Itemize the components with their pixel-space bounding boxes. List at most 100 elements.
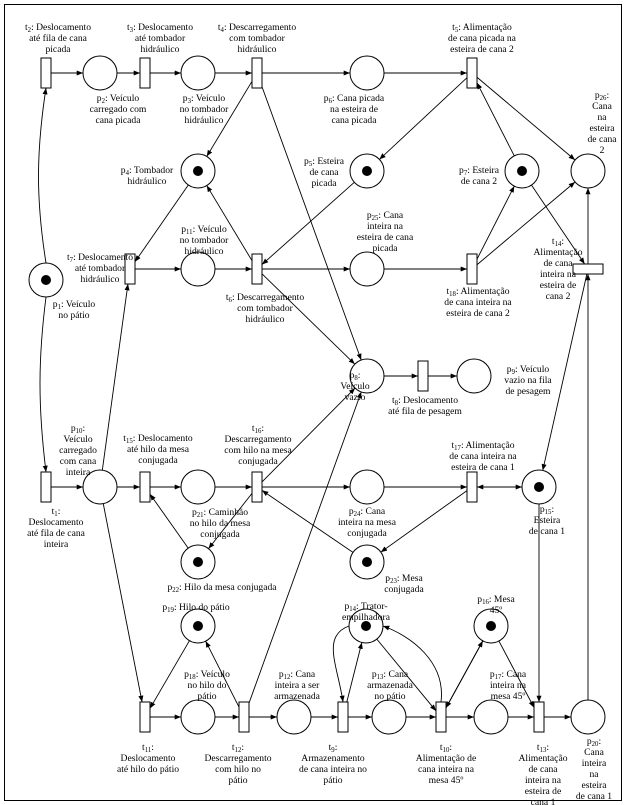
place-p24 <box>349 469 385 505</box>
token-p22 <box>193 557 203 567</box>
label-p11-line-1: no tombador <box>180 235 230 246</box>
label-t5-line-2: esteira de cana 2 <box>450 44 514 55</box>
label-t14-line-3: inteira na <box>540 269 577 280</box>
arc-t16-p8 <box>261 387 356 483</box>
label-p22: p22: Hilo da mesa conjugada <box>167 582 277 594</box>
label-p14-line-1: empilhadora <box>342 612 391 623</box>
arc-t10-p16 <box>445 640 484 709</box>
label-p15-line-2: de cana 1 <box>529 526 565 537</box>
label-t17-line-1: de cana inteira na <box>449 451 517 462</box>
label-p24-line-0: p24: Cana <box>349 506 386 518</box>
place-p11 <box>180 251 216 287</box>
label-p25-line-2: esteira de cana <box>357 232 414 243</box>
token-p7 <box>517 166 527 176</box>
label-t17-line-2: esteira de cana 1 <box>451 462 515 473</box>
label-p8-line-2: vazio <box>345 392 366 403</box>
arc-p7-t5 <box>476 82 515 157</box>
label-p26-line-1: Cana <box>592 101 612 112</box>
transition-t18 <box>466 253 478 285</box>
transition-t1 <box>40 471 52 503</box>
label-p15-line-1: Esteira <box>534 515 561 526</box>
transition-t3 <box>139 57 151 89</box>
transition-t5 <box>466 57 478 89</box>
label-p10-line-0: p10: <box>71 423 85 435</box>
token-p14 <box>361 621 371 631</box>
label-t9-line-0: t9: <box>329 742 338 754</box>
arc-t12-p8 <box>248 391 362 704</box>
transition-t13 <box>533 701 545 733</box>
label-t4-line-1: com tombador <box>229 33 285 44</box>
label-t12-line-3: pátio <box>228 775 247 786</box>
label-p2-line-0: p2: Veículo <box>97 93 140 105</box>
label-p5-line-2: picada <box>311 178 337 189</box>
place-p3 <box>180 55 216 91</box>
label-t14-line-0: t14: <box>552 236 564 248</box>
arc-p10-t7 <box>101 283 130 471</box>
label-p3-line-2: hidráulico <box>185 115 224 126</box>
label-p20-line-0: p20: <box>587 736 601 748</box>
label-p20-line-4: esteira <box>581 780 607 791</box>
arc-t6-p8 <box>261 273 356 365</box>
label-t8-line-1: até fila de pesagem <box>388 406 462 417</box>
label-p12-line-0: p12: Cana <box>279 669 316 681</box>
label-p10-line-2: carregado <box>59 445 97 456</box>
label-p2-line-1: carregado com <box>90 104 147 115</box>
label-p26-line-4: de cana <box>587 134 617 145</box>
label-t6-line-0: t6: Descarregamento <box>226 292 304 304</box>
arc-p4-t7 <box>134 184 189 263</box>
label-p4-line-1: hidráulico <box>128 176 167 187</box>
transition-t10 <box>435 701 447 733</box>
label-p13-line-0: p13: Cana <box>372 669 409 681</box>
arc-p1-t1 <box>39 296 48 473</box>
label-p23-line-0: p23: Mesa <box>385 573 423 585</box>
label-t1-line-2: até fila de cana <box>27 528 86 539</box>
label-t1-line-3: inteira <box>44 539 69 550</box>
label-p25-line-3: picada <box>372 243 398 254</box>
arc-t5-p5 <box>379 77 468 160</box>
label-t12-line-1: Descarregamento <box>204 753 271 764</box>
transition-t8 <box>417 360 429 392</box>
label-t10-line-3: mesa 45º <box>429 775 464 786</box>
label-t13-line-1: Alimentação <box>518 753 567 764</box>
label-t7-line-2: hidráulico <box>81 274 120 285</box>
label-t2-line-2: picada <box>45 44 71 55</box>
token-p1 <box>41 275 51 285</box>
label-p20-line-1: Cana <box>584 747 604 758</box>
arc-t17-p23 <box>380 490 468 553</box>
arc-p5-t6 <box>261 181 355 265</box>
diagram-border <box>4 4 622 801</box>
label-p19-line-0: p19: Hilo do pátio <box>162 602 229 614</box>
label-p1-line-0: p1: Veículo <box>53 299 96 311</box>
label-t14-line-5: cana 2 <box>546 291 571 302</box>
label-p17-line-0: p17: Cana <box>490 669 527 681</box>
place-p17 <box>473 699 509 735</box>
arc-p14-t9 <box>332 625 350 703</box>
place-p13 <box>371 699 407 735</box>
transition-t7 <box>124 253 136 285</box>
arc-t6-p4 <box>206 185 253 261</box>
token-p19 <box>193 621 203 631</box>
label-p23-line-1: conjugada <box>384 584 424 595</box>
label-p4-line-0: p4: Tombador <box>121 165 174 177</box>
label-p17-line-1: inteira na <box>490 680 527 691</box>
label-p3-line-1: no tombador <box>180 104 230 115</box>
place-p8 <box>349 358 385 394</box>
label-p20-line-5: de cana 1 <box>576 791 612 802</box>
label-t18-line-1: de cana inteira na <box>444 297 512 308</box>
label-p19: p19: Hilo do pátio <box>162 602 229 614</box>
arc-t14-p15 <box>541 273 588 471</box>
transition-t16 <box>251 471 263 503</box>
label-t10-line-2: cana inteira na <box>418 764 475 775</box>
